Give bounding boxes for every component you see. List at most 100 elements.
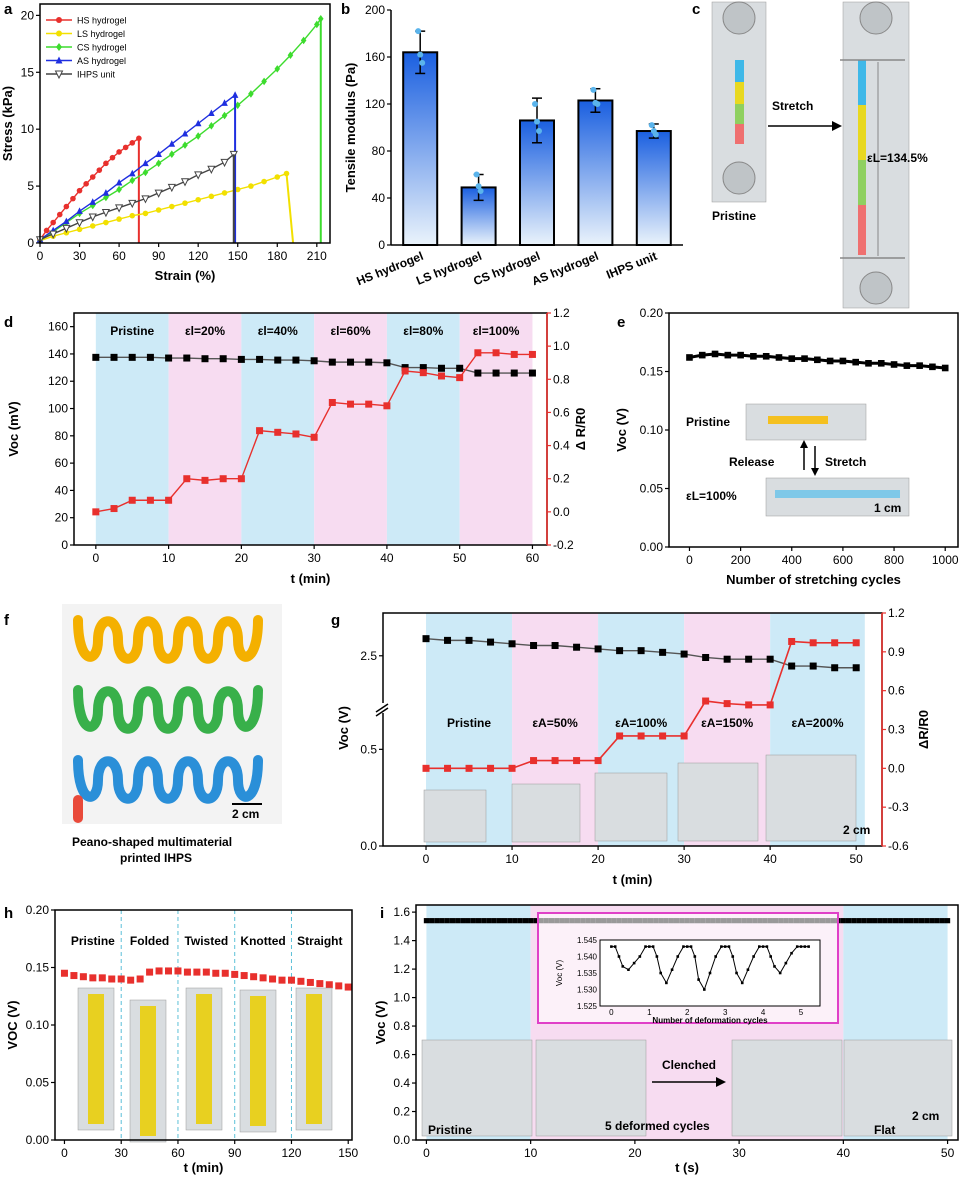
d-series-point	[146, 353, 154, 361]
a-series-point	[314, 20, 320, 29]
b-bar	[635, 130, 672, 246]
panel-label-f: f	[4, 612, 10, 629]
g-voc-point	[573, 643, 581, 651]
h-region-label: Straight	[297, 934, 342, 948]
i-inset-point	[731, 955, 735, 958]
a-series-point	[96, 167, 103, 173]
d-series-point	[128, 496, 136, 504]
e-series-point	[698, 351, 706, 359]
panel-label-e: e	[617, 314, 625, 331]
d-ytick-right-label: 0.4	[553, 439, 570, 453]
a-series-point	[182, 200, 188, 206]
i-inset-point	[617, 955, 621, 958]
i-flat-label: Flat	[874, 1123, 895, 1137]
e-strip-long	[775, 490, 900, 498]
h-xtick-label: 150	[338, 1146, 358, 1160]
a-series-point	[169, 150, 175, 159]
d-region-label: εl=40%	[258, 324, 298, 338]
g-scale-label: 2 cm	[843, 823, 870, 837]
a-series-point	[116, 149, 122, 155]
d-series-point	[456, 364, 464, 372]
g-voc-point	[487, 638, 495, 646]
panel-label-d: d	[4, 314, 13, 331]
d-region	[386, 313, 460, 545]
d-series-point	[128, 353, 136, 361]
d-series-point	[419, 364, 427, 372]
i-series-point	[455, 918, 461, 924]
b-data-point	[594, 101, 601, 107]
i-inset-point	[799, 945, 803, 948]
a-series-point	[181, 129, 189, 137]
b-data-point	[475, 183, 482, 190]
a-series-point	[70, 195, 76, 202]
g-r-point	[788, 637, 796, 645]
i-series-point	[491, 918, 497, 924]
d-series-point	[274, 428, 282, 436]
d-xlabel: t (min)	[291, 571, 331, 586]
b-data-point	[534, 118, 540, 125]
d-ytick-label: 100	[48, 402, 68, 416]
d-ytick-label: 80	[55, 429, 69, 443]
d-ytick-label: 140	[48, 347, 68, 361]
i-inset-ytick-label: 1.525	[577, 1002, 598, 1011]
a-series-point	[63, 217, 70, 225]
a-series-point	[76, 187, 83, 194]
a-series-point	[168, 140, 176, 147]
e-xtick-label: 0	[686, 553, 693, 567]
panel-label-h: h	[4, 905, 13, 922]
g-ytick-right-label: -0.3	[888, 800, 909, 814]
b-data-point	[590, 86, 597, 93]
c-strip2-blue	[858, 60, 866, 105]
a-series-point	[154, 189, 163, 198]
b-ytick-label: 0	[378, 238, 385, 252]
d-ytick-right-label: 1.0	[553, 339, 570, 353]
d-series-point	[256, 427, 264, 435]
i-series-point	[449, 918, 456, 924]
g-region-label: εA=150%	[701, 716, 753, 730]
g-ytick-right-label: 0.6	[888, 684, 905, 698]
g-xtick-label: 50	[850, 852, 864, 866]
d-series-point	[510, 369, 518, 377]
e-ytick-label: 0.10	[640, 423, 664, 437]
a-series-point	[261, 77, 267, 86]
a-series-point	[49, 230, 58, 239]
a-xtick-label: 210	[307, 249, 327, 263]
g-voc-point	[680, 650, 688, 658]
e-series-point	[941, 364, 949, 372]
g-voc-point	[852, 664, 860, 672]
a-series-point	[75, 219, 84, 228]
i-inset-point	[769, 955, 772, 958]
i-inset-point	[632, 961, 636, 965]
g-r-point	[723, 700, 731, 708]
d-ytick-right-label: 0.0	[553, 505, 570, 519]
i-pristine-label: Pristine	[428, 1123, 472, 1137]
a-series-point	[76, 226, 83, 233]
d-series-point	[347, 400, 355, 408]
a-ytick-label: 20	[21, 8, 35, 22]
i-inset-point	[740, 981, 744, 985]
d-series-point	[365, 400, 373, 408]
g-voc-point	[702, 653, 710, 661]
i-clenched-label: Clenched	[662, 1058, 716, 1072]
h-series-point	[335, 982, 343, 990]
h-series-point	[250, 973, 258, 981]
i-xlabel: t (s)	[675, 1160, 699, 1175]
i-series-point	[877, 918, 883, 924]
a-series-point	[142, 168, 149, 177]
h-series-point	[297, 977, 305, 985]
i-inset-point	[773, 965, 776, 968]
a-series-point	[208, 193, 215, 200]
i-inset-ytick-label: 1.535	[577, 969, 598, 978]
d-ytick-label: 0	[61, 538, 68, 552]
c-clamp-top-left	[722, 1, 756, 35]
b-category-label: HS hydrogel	[355, 249, 426, 288]
h-series-point	[231, 970, 239, 978]
d-ylabel: Voc (mV)	[6, 401, 21, 456]
h-series-point	[165, 967, 173, 975]
e-series-point	[814, 356, 821, 364]
b-ylabel: Tensile modulus (Pa)	[343, 63, 358, 193]
d-region-label: Pristine	[110, 324, 154, 338]
d-series-point	[183, 354, 191, 362]
g-r-point	[465, 764, 473, 772]
